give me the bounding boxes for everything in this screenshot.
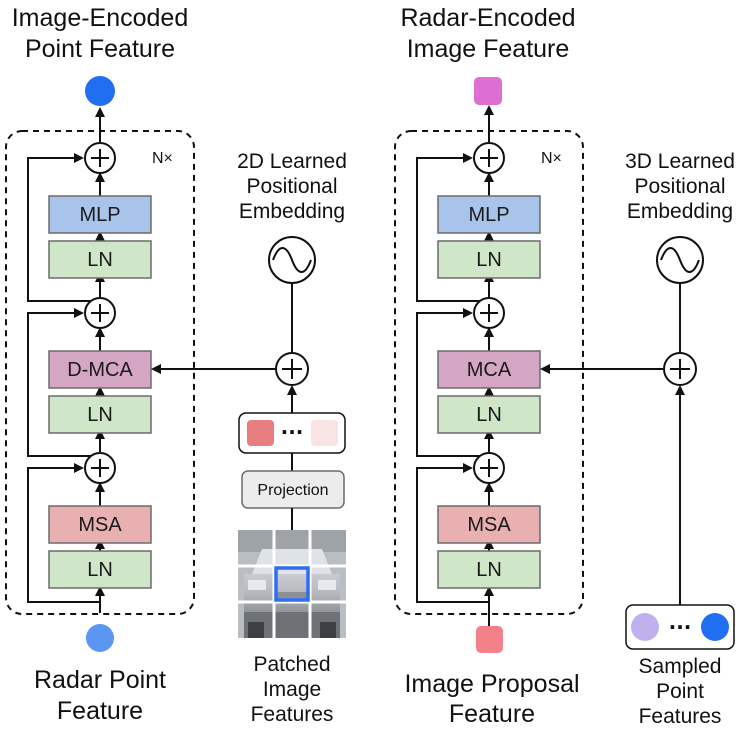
left-branch: Image-Encoded Point Feature N× MLP LN D-… — [5, 4, 347, 726]
residual-connection — [416, 463, 489, 603]
pos-embed-3d-line2: Positional — [634, 175, 725, 198]
pos-embed-2d-line1: 2D Learned — [237, 150, 347, 173]
sine-wave-icon — [268, 236, 316, 284]
left-title-line2: Point Feature — [25, 35, 175, 63]
sampled-label-line3: Features — [639, 705, 722, 728]
right-title-line1: Radar-Encoded — [400, 4, 575, 32]
pos-embed-2d-line2: Positional — [246, 175, 337, 198]
ln-label: LN — [476, 559, 502, 581]
image-encoded-point-feature-dot — [85, 76, 115, 106]
ln-label: LN — [87, 249, 113, 271]
ln-block — [48, 240, 152, 279]
ellipsis: ··· — [669, 615, 692, 639]
msa-label: MSA — [78, 514, 122, 536]
right-input-label-line1: Image Proposal — [404, 670, 579, 698]
add-node — [84, 452, 116, 484]
right-branch: Radar-Encoded Image Feature N× MLP LN MC… — [394, 4, 735, 728]
patch-label-line1: Patched — [253, 653, 330, 676]
right-input-label-line2: Feature — [449, 700, 535, 728]
point-token — [701, 613, 729, 641]
d-mca-label: D-MCA — [67, 359, 133, 381]
mca-label: MCA — [467, 359, 512, 381]
patched-car-image — [238, 530, 346, 638]
add-node — [663, 352, 697, 386]
ln-block — [437, 240, 541, 279]
add-node — [473, 452, 505, 484]
image-token-sequence: ··· — [238, 412, 346, 454]
point-token-sequence: ··· — [625, 604, 735, 650]
msa-block — [437, 505, 541, 544]
add-node — [84, 297, 116, 329]
right-repeat-label: N× — [541, 150, 562, 167]
left-repeat-label: N× — [152, 150, 173, 167]
radar-point-feature-dot — [86, 624, 114, 652]
ln-label: LN — [476, 249, 502, 271]
left-input-label-line1: Radar Point — [34, 666, 166, 694]
mlp-block — [437, 195, 541, 234]
right-title-line2: Image Feature — [407, 35, 570, 63]
sampled-label-line2: Point — [656, 680, 704, 703]
left-input-label-line2: Feature — [57, 697, 143, 725]
image-token — [311, 420, 338, 446]
add-node — [84, 142, 116, 174]
residual-connection — [27, 463, 100, 603]
residual-connection — [416, 308, 489, 457]
sampled-label-line1: Sampled — [639, 655, 722, 678]
residual-connection — [27, 308, 100, 457]
add-node — [275, 352, 309, 386]
residual-connection — [27, 153, 100, 302]
patch-label-line2: Image — [263, 678, 321, 701]
ln-block — [437, 395, 541, 434]
radar-encoded-image-feature-square — [474, 77, 502, 105]
ln-label: LN — [476, 404, 502, 426]
image-proposal-feature-square — [476, 626, 503, 653]
mlp-block — [48, 195, 152, 234]
ellipsis: ··· — [281, 420, 304, 444]
mlp-label: MLP — [468, 204, 509, 226]
pos-embed-3d-line3: Embedding — [627, 200, 733, 223]
sine-wave-icon — [656, 236, 704, 284]
point-token — [631, 613, 659, 641]
mlp-label: MLP — [79, 204, 120, 226]
residual-connection — [416, 153, 489, 302]
add-node — [473, 297, 505, 329]
ln-block — [48, 550, 152, 589]
patch-label-line3: Features — [251, 703, 334, 726]
image-token — [247, 420, 274, 446]
d-mca-block — [48, 350, 152, 389]
pos-embed-2d-line3: Embedding — [239, 200, 345, 223]
selected-patch-highlight — [274, 566, 310, 602]
projection-label: Projection — [257, 482, 328, 499]
add-node — [473, 142, 505, 174]
ln-block — [437, 550, 541, 589]
left-title-line1: Image-Encoded — [12, 4, 189, 32]
ln-label: LN — [87, 404, 113, 426]
msa-block — [48, 505, 152, 544]
ln-label: LN — [87, 559, 113, 581]
pos-embed-3d-line1: 3D Learned — [625, 150, 735, 173]
msa-label: MSA — [467, 514, 511, 536]
ln-block — [48, 395, 152, 434]
